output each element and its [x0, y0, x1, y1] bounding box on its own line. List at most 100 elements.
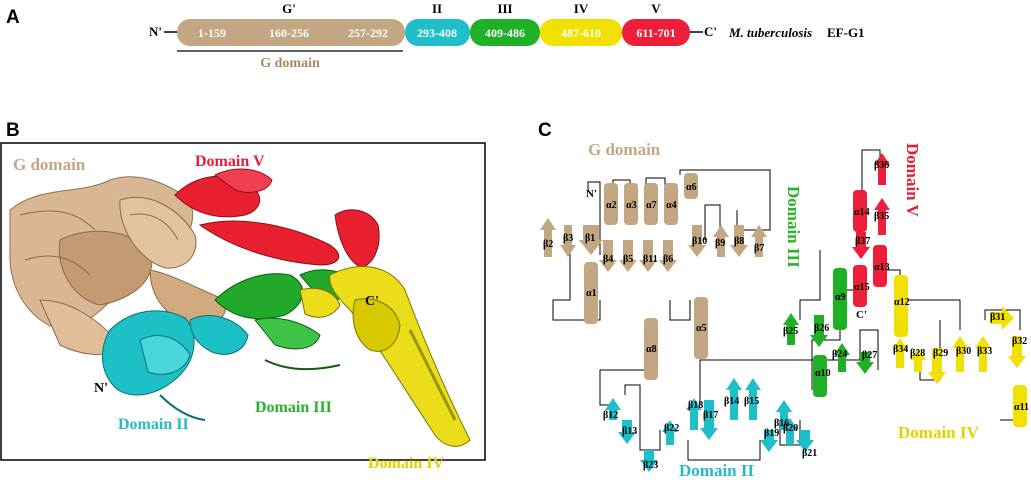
c-beta2 [540, 218, 556, 257]
c-ii-elements [605, 378, 814, 472]
c-v-elements [852, 153, 890, 307]
c-beta3 [560, 225, 576, 257]
c-alpha11 [1013, 385, 1027, 427]
c-alpha9 [833, 268, 847, 330]
c-g-elements [540, 173, 767, 380]
svg-text:β29: β29 [933, 348, 948, 359]
a-n-term: N' [149, 24, 162, 39]
b-label-domain-iv: Domain IV [368, 455, 444, 472]
b-domain-iv-structure [299, 266, 471, 447]
c-lbl-b9: β9 [715, 238, 725, 249]
panel-b: B [0, 120, 486, 472]
c-beta25 [783, 313, 799, 345]
c-label-domain-iv: Domain IV [898, 423, 979, 442]
svg-text:α11: α11 [1014, 402, 1029, 413]
svg-text:α14: α14 [854, 207, 870, 218]
a-domain-ii-bar [405, 19, 470, 46]
svg-text:β16: β16 [774, 418, 789, 429]
c-alpha12 [894, 275, 908, 337]
c-beta30 [952, 336, 968, 372]
c-beta7 [751, 225, 767, 257]
a-organism: M. tuberculosis [728, 25, 812, 40]
c-lbl-b11: β11 [643, 254, 658, 265]
a-domain-iv-bar [540, 19, 622, 46]
c-alpha6 [684, 173, 698, 199]
panel-a: A N' 1-159 160-256 257-292 G' 293-408 II… [6, 1, 865, 71]
c-n-term: N' [586, 188, 597, 200]
c-lbl-b1: β1 [585, 233, 595, 244]
c-alpha13 [873, 245, 887, 287]
c-beta28 [910, 348, 926, 372]
svg-text:β20: β20 [783, 423, 798, 434]
panel-label-b: B [6, 120, 20, 141]
c-lbl-a2: α2 [606, 200, 617, 211]
c-iv-elements [892, 275, 1027, 427]
svg-text:β21: β21 [802, 448, 817, 459]
c-lbl-a5: α5 [696, 323, 707, 334]
c-beta6 [659, 240, 677, 272]
c-topology-path [552, 149, 1021, 461]
c-alpha8 [644, 318, 658, 380]
c-v-labels: α13 α14 α15 β35 β36 β37 [854, 160, 890, 293]
panel-c: C α1 α2 α3 [538, 120, 1029, 480]
c-lbl-a3: α3 [626, 200, 637, 211]
svg-text:β12: β12 [603, 410, 618, 421]
a-protein: EF-G1 [827, 25, 865, 40]
c-beta31 [990, 306, 1014, 330]
svg-text:β30: β30 [956, 346, 971, 357]
a-seg-6: 487-610 [561, 26, 601, 40]
c-lbl-b10: β10 [692, 236, 707, 247]
c-alpha14 [853, 190, 867, 232]
b-label-domain-ii: Domain II [118, 416, 189, 433]
c-lbl-b2: β2 [543, 239, 553, 250]
svg-text:β32: β32 [1012, 336, 1027, 347]
svg-text:β14: β14 [724, 396, 739, 407]
b-n-term: N' [94, 381, 108, 396]
a-seg-2: 160-256 [269, 26, 309, 40]
c-lbl-b8: β8 [734, 236, 744, 247]
a-header-v: V [651, 1, 661, 16]
svg-text:α9: α9 [835, 292, 846, 303]
c-beta23 [640, 450, 658, 472]
c-beta8 [730, 225, 748, 257]
c-lbl-b6: β6 [663, 254, 673, 265]
svg-text:β24: β24 [832, 349, 847, 360]
c-iii-labels: α9 α10 β24 β25 β26 β27 [783, 292, 877, 379]
c-beta21 [796, 430, 814, 452]
c-lbl-a1: α1 [586, 288, 597, 299]
c-lbl-a4: α4 [666, 200, 677, 211]
b-structure [9, 168, 471, 447]
c-beta27 [856, 352, 874, 374]
c-lbl-b4: β4 [603, 254, 613, 265]
a-header-iii: III [497, 1, 512, 16]
c-beta13 [618, 420, 636, 444]
svg-text:β37: β37 [855, 236, 870, 247]
c-label-g-domain: G domain [588, 140, 661, 159]
c-beta32 [1008, 336, 1026, 368]
panel-label-a: A [6, 7, 20, 28]
b-label-domain-iii: Domain III [255, 399, 332, 416]
c-beta36 [874, 153, 890, 185]
c-alpha3 [624, 183, 638, 225]
a-domain-v-bar [622, 19, 690, 46]
c-label-domain-v: Domain V [903, 143, 922, 218]
a-seg-5: 409-486 [485, 26, 525, 40]
a-header-ii: II [432, 1, 442, 16]
a-g-domain-label: G domain [260, 56, 320, 71]
c-beta35 [874, 198, 890, 235]
svg-text:β23: β23 [643, 460, 658, 471]
svg-text:β31: β31 [990, 312, 1005, 323]
c-beta1 [579, 225, 603, 255]
svg-text:β34: β34 [893, 344, 908, 355]
c-lbl-a6: α6 [686, 182, 697, 193]
b-label-domain-v: Domain V [195, 153, 265, 170]
b-c-term: C' [365, 294, 379, 309]
svg-text:β17: β17 [703, 410, 718, 421]
c-beta14 [726, 378, 742, 420]
c-beta22 [662, 420, 678, 445]
c-alpha10 [813, 355, 827, 397]
c-lbl-b7: β7 [754, 243, 764, 254]
a-header-gprime: G' [282, 1, 296, 16]
svg-text:β28: β28 [910, 348, 925, 359]
